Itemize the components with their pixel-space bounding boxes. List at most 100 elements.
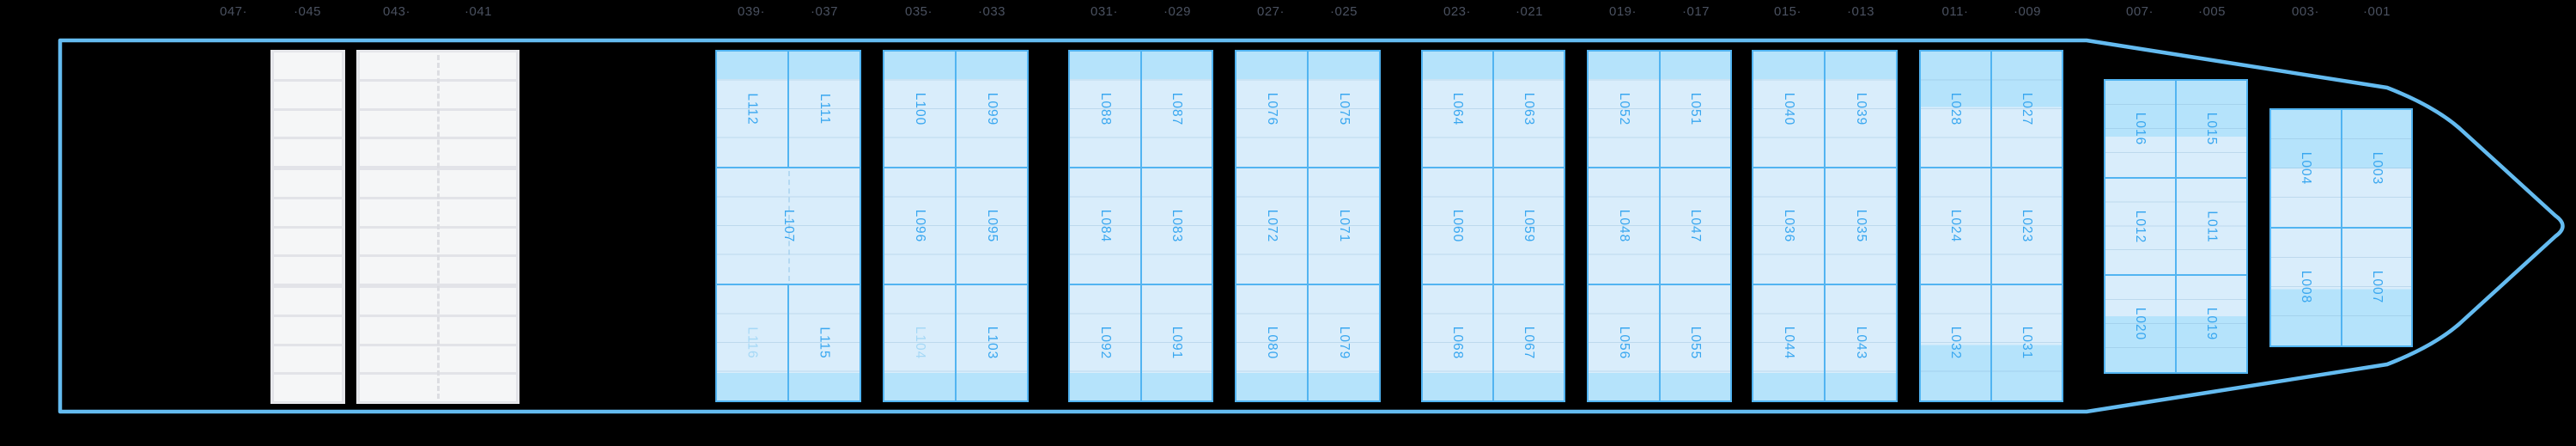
slot-cell-L039[interactable]: L039 bbox=[1826, 52, 1896, 167]
slot-cell-L112[interactable]: L112 bbox=[717, 52, 789, 167]
slot-cell-L015[interactable]: L015 bbox=[2177, 81, 2246, 177]
slot-cell-L095[interactable]: L095 bbox=[957, 168, 1027, 284]
slot-cell-L091[interactable]: L091 bbox=[1141, 285, 1212, 400]
slot-cell-L051[interactable]: L051 bbox=[1660, 52, 1731, 167]
slot-cell-L011[interactable]: L011 bbox=[2177, 178, 2246, 275]
slot-cell-L107[interactable]: L107 bbox=[717, 168, 860, 284]
empty-slot-row[interactable] bbox=[360, 257, 516, 284]
slot-cell-L016[interactable]: L016 bbox=[2105, 81, 2177, 177]
empty-slot-row[interactable] bbox=[274, 375, 342, 401]
empty-slot-row[interactable] bbox=[360, 81, 516, 108]
slot-cell-L047[interactable]: L047 bbox=[1660, 168, 1730, 284]
slot-cell-L027[interactable]: L027 bbox=[1992, 52, 2062, 167]
slot-cell-L044[interactable]: L044 bbox=[1753, 285, 1826, 400]
bay-section: L107 bbox=[717, 167, 860, 284]
slot-cell-L083[interactable]: L083 bbox=[1141, 168, 1212, 284]
slot-cell-L008[interactable]: L008 bbox=[2271, 229, 2342, 345]
slot-cell-L071[interactable]: L071 bbox=[1309, 168, 1379, 284]
slot-cell-L020[interactable]: L020 bbox=[2105, 276, 2177, 373]
empty-slot-row[interactable] bbox=[360, 139, 516, 166]
slot-cell-L031[interactable]: L031 bbox=[1992, 285, 2062, 400]
empty-slot-row[interactable] bbox=[360, 52, 516, 79]
empty-slot-row[interactable] bbox=[274, 199, 342, 226]
slot-cell-L088[interactable]: L088 bbox=[1070, 52, 1142, 167]
empty-slot-row[interactable] bbox=[274, 52, 342, 79]
slot-label: L032 bbox=[1948, 326, 1964, 360]
empty-slot-row[interactable] bbox=[360, 170, 516, 197]
slot-label: L004 bbox=[2299, 151, 2314, 186]
empty-slot-row[interactable] bbox=[360, 228, 516, 255]
slot-cell-L024[interactable]: L024 bbox=[1921, 168, 1992, 284]
empty-slot-row[interactable] bbox=[360, 288, 516, 315]
slot-cell-L064[interactable]: L064 bbox=[1423, 52, 1494, 167]
tier-gridlines bbox=[789, 52, 860, 167]
slot-label: L096 bbox=[912, 209, 927, 243]
slot-cell-L084[interactable]: L084 bbox=[1070, 168, 1142, 284]
slot-cell-L115[interactable]: L115 bbox=[789, 285, 860, 400]
slot-cell-L032[interactable]: L032 bbox=[1921, 285, 1992, 400]
empty-slot-row[interactable] bbox=[360, 316, 516, 344]
slot-cell-L007[interactable]: L007 bbox=[2342, 229, 2411, 345]
slot-cell-L100[interactable]: L100 bbox=[884, 52, 957, 167]
slot-cell-L076[interactable]: L076 bbox=[1236, 52, 1309, 167]
tier-gridlines bbox=[1753, 52, 1824, 167]
slot-label: L116 bbox=[745, 327, 760, 359]
slot-cell-L028[interactable]: L028 bbox=[1921, 52, 1992, 167]
empty-slot-row[interactable] bbox=[274, 139, 342, 166]
empty-slot-row[interactable] bbox=[274, 316, 342, 344]
slot-cell-L067[interactable]: L067 bbox=[1494, 285, 1564, 400]
slot-cell-L012[interactable]: L012 bbox=[2105, 178, 2177, 275]
slot-cell-L056[interactable]: L056 bbox=[1589, 285, 1661, 400]
slot-cell-L079[interactable]: L079 bbox=[1309, 285, 1379, 400]
slot-cell-L075[interactable]: L075 bbox=[1309, 52, 1379, 167]
empty-slot-row[interactable] bbox=[360, 110, 516, 137]
slot-label: L099 bbox=[984, 92, 999, 126]
slot-cell-L040[interactable]: L040 bbox=[1753, 52, 1826, 167]
slot-cell-L055[interactable]: L055 bbox=[1660, 285, 1730, 400]
slot-label-wrap: L072 bbox=[1236, 168, 1307, 284]
slot-cell-L072[interactable]: L072 bbox=[1236, 168, 1309, 284]
tier-gridlines bbox=[2177, 81, 2246, 177]
empty-slot-row[interactable] bbox=[274, 345, 342, 373]
empty-slot-row[interactable] bbox=[274, 257, 342, 284]
slot-cell-L116[interactable]: L116 bbox=[717, 285, 789, 400]
bay-section: L112 L111 bbox=[717, 52, 860, 167]
slot-cell-L003[interactable]: L003 bbox=[2342, 110, 2411, 227]
slot-cell-L111[interactable]: L111 bbox=[789, 52, 860, 167]
slot-cell-L099[interactable]: L099 bbox=[957, 52, 1027, 167]
empty-slot-row[interactable] bbox=[274, 288, 342, 315]
empty-slot-row[interactable] bbox=[360, 199, 516, 226]
slot-cell-L059[interactable]: L059 bbox=[1494, 168, 1564, 284]
slot-cell-L035[interactable]: L035 bbox=[1826, 168, 1896, 284]
slot-cell-L019[interactable]: L019 bbox=[2177, 276, 2246, 373]
bay-number-label: ·013 bbox=[1846, 4, 1875, 19]
slot-cell-L048[interactable]: L048 bbox=[1589, 168, 1661, 284]
bay-number-label: ·017 bbox=[1681, 4, 1710, 19]
slot-cell-L092[interactable]: L092 bbox=[1070, 285, 1142, 400]
slot-cell-L063[interactable]: L063 bbox=[1494, 52, 1564, 167]
empty-slot-row[interactable] bbox=[274, 228, 342, 255]
slot-cell-L023[interactable]: L023 bbox=[1992, 168, 2062, 284]
empty-slot-row[interactable] bbox=[274, 110, 342, 137]
empty-slot-row[interactable] bbox=[274, 170, 342, 197]
slot-cell-L043[interactable]: L043 bbox=[1826, 285, 1896, 400]
slot-cell-L080[interactable]: L080 bbox=[1236, 285, 1309, 400]
slot-cell-L096[interactable]: L096 bbox=[884, 168, 957, 284]
slot-cell-L004[interactable]: L004 bbox=[2271, 110, 2342, 227]
slot-cell-L036[interactable]: L036 bbox=[1753, 168, 1826, 284]
slot-label: L040 bbox=[1781, 92, 1796, 126]
slot-cell-L104[interactable]: L104 bbox=[884, 285, 957, 400]
slot-label: L104 bbox=[912, 326, 927, 360]
empty-slot-row[interactable] bbox=[360, 345, 516, 373]
slot-cell-L052[interactable]: L052 bbox=[1589, 52, 1661, 167]
empty-slot-row[interactable] bbox=[360, 375, 516, 401]
slot-label-wrap: L051 bbox=[1661, 52, 1731, 167]
slot-cell-L087[interactable]: L087 bbox=[1141, 52, 1212, 167]
slot-cell-L103[interactable]: L103 bbox=[957, 285, 1027, 400]
slot-cell-L060[interactable]: L060 bbox=[1423, 168, 1494, 284]
slot-label: L112 bbox=[745, 93, 760, 125]
empty-slot-row[interactable] bbox=[274, 81, 342, 108]
slot-cell-L068[interactable]: L068 bbox=[1423, 285, 1494, 400]
